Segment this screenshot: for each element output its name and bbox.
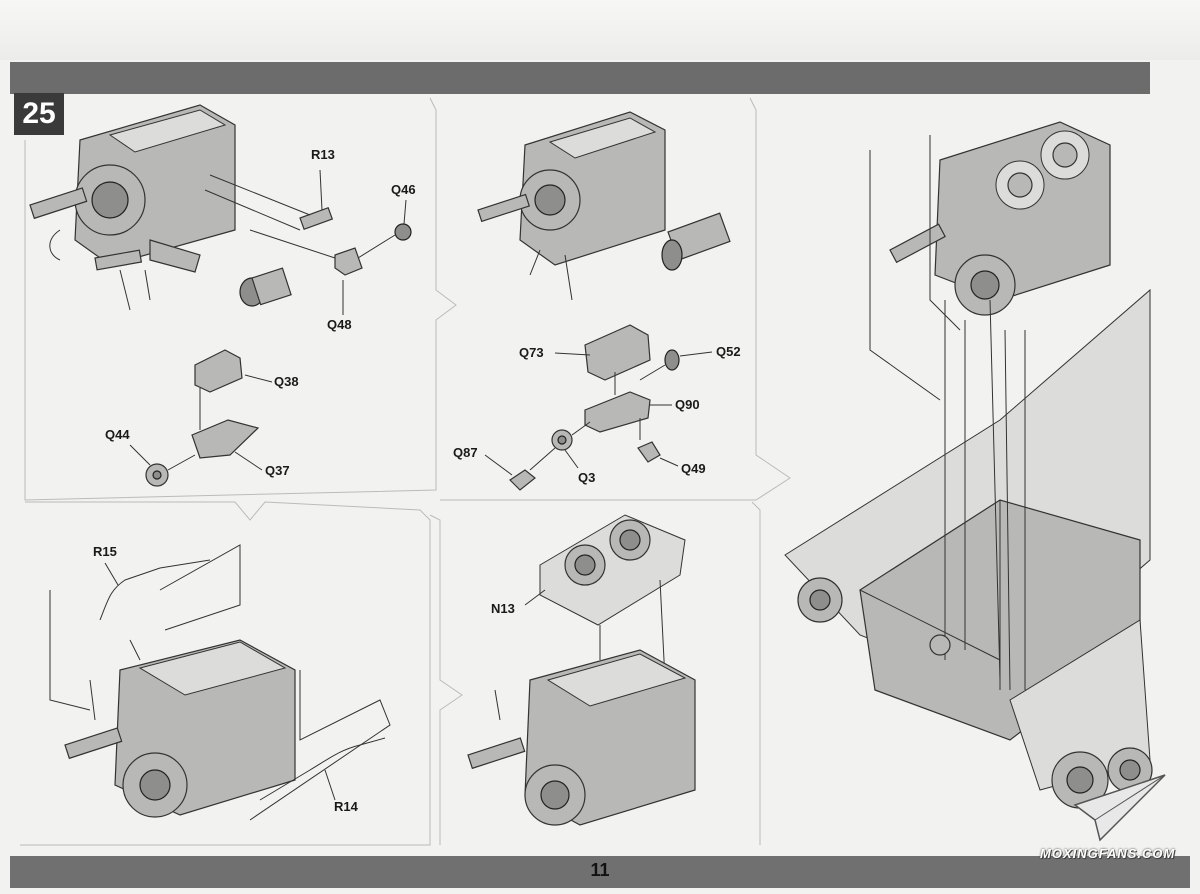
part-r15-pipe (49, 544, 241, 711)
label-q3: Q3 (578, 470, 596, 485)
step-number-badge: 25 (14, 93, 64, 135)
part-filter-cylinder-1 (239, 267, 292, 307)
vehicle-hull (784, 288, 1153, 809)
part-q48 (249, 229, 363, 315)
part-q52 (639, 349, 713, 381)
label-q48: Q48 (327, 317, 352, 332)
part-n13 (524, 514, 686, 681)
label-q49: Q49 (681, 461, 706, 476)
label-q37: Q37 (265, 463, 290, 478)
label-q38: Q38 (274, 374, 299, 389)
label-r13: R13 (311, 147, 335, 162)
panel-borders (20, 97, 791, 846)
part-q73 (554, 324, 651, 395)
engine-assembly-4 (467, 649, 696, 826)
label-q44: Q44 (105, 427, 130, 442)
part-r13 (204, 169, 334, 231)
page-number: 11 (590, 860, 610, 880)
footer-band (10, 856, 1190, 888)
part-q37 (191, 419, 263, 471)
engine-assembly-installed (869, 121, 1111, 401)
watermark-text: MOXINGFANS.COM (1040, 846, 1176, 861)
part-q87 (484, 447, 556, 491)
part-q49 (637, 441, 679, 467)
page-top-margin (0, 0, 1200, 60)
paper-plane-icon (1073, 774, 1166, 842)
label-n13: N13 (491, 601, 515, 616)
engine-assembly-1 (29, 104, 236, 311)
label-q46: Q46 (391, 182, 416, 197)
engine-assembly-3 (64, 639, 296, 818)
part-q90 (584, 391, 672, 440)
part-filter-cylinder-2 (661, 212, 731, 271)
label-q87: Q87 (453, 445, 478, 460)
label-r14: R14 (334, 799, 358, 814)
part-q46 (357, 199, 412, 259)
engine-assembly-2 (477, 111, 666, 301)
header-band (10, 62, 1150, 94)
part-q38 (194, 349, 273, 430)
label-q90: Q90 (675, 397, 700, 412)
label-r15: R15 (93, 544, 117, 559)
part-r14-pipe (249, 670, 391, 821)
part-q3 (551, 421, 591, 469)
part-q44 (129, 444, 196, 487)
label-q73: Q73 (519, 345, 544, 360)
label-q52: Q52 (716, 344, 741, 359)
